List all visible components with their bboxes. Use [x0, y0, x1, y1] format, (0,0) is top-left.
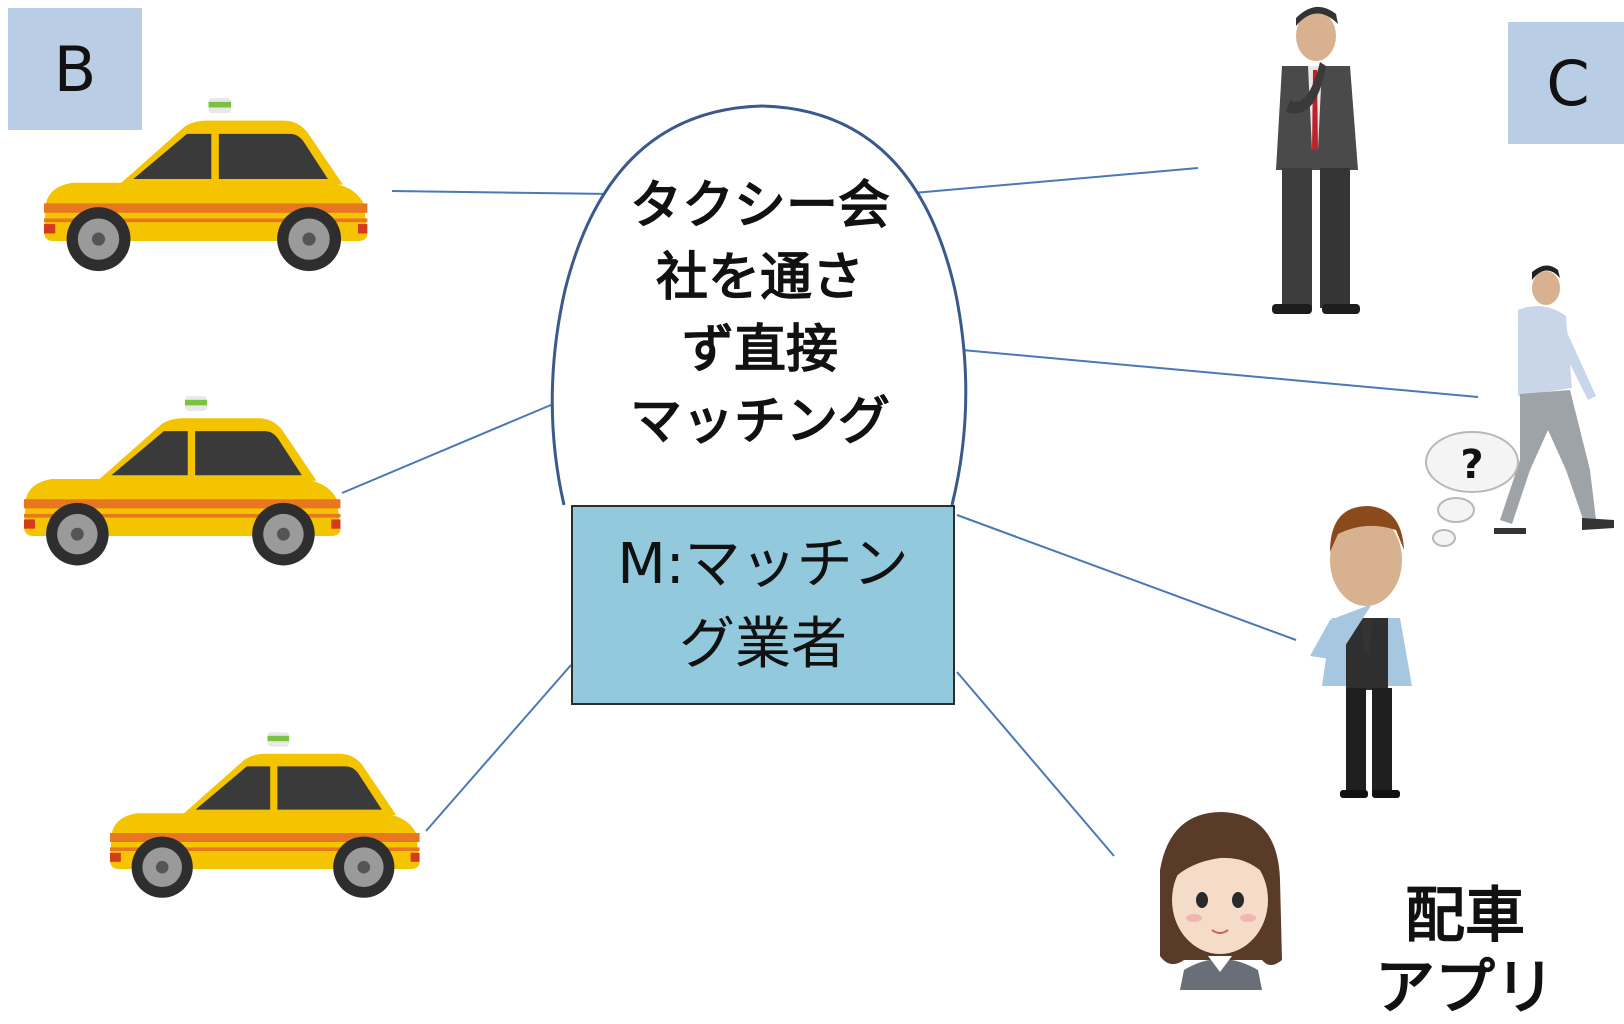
connector-taxi-2 [341, 401, 559, 494]
dispatch-app-label: 配車 アプリ [1375, 881, 1555, 1023]
taxi-icon [110, 732, 420, 898]
connector-taxi-3 [425, 664, 572, 832]
thought-bubble-icon: ? [1425, 431, 1519, 547]
woman-avatar-icon [1160, 812, 1282, 990]
connector-woman [956, 671, 1115, 857]
businessman-icon [1272, 6, 1360, 314]
connector-taxi-1 [391, 190, 613, 195]
connector-businessman [901, 167, 1199, 195]
group-label-c: C [1508, 22, 1624, 144]
taxi-icon [24, 396, 341, 566]
thinking-man-icon [1310, 506, 1412, 798]
group-label-b: B [8, 8, 142, 130]
walking-man-icon [1494, 265, 1614, 534]
direct-matching-text: タクシー会 社を通さ ず直接 マッチング [629, 176, 890, 452]
thought-question-mark: ? [1460, 442, 1483, 488]
connector-walking-man [939, 347, 1479, 398]
connector-thinking-man [956, 514, 1297, 641]
matching-oval [550, 104, 968, 506]
matching-vendor-box: M:マッチン グ業者 [571, 505, 955, 705]
